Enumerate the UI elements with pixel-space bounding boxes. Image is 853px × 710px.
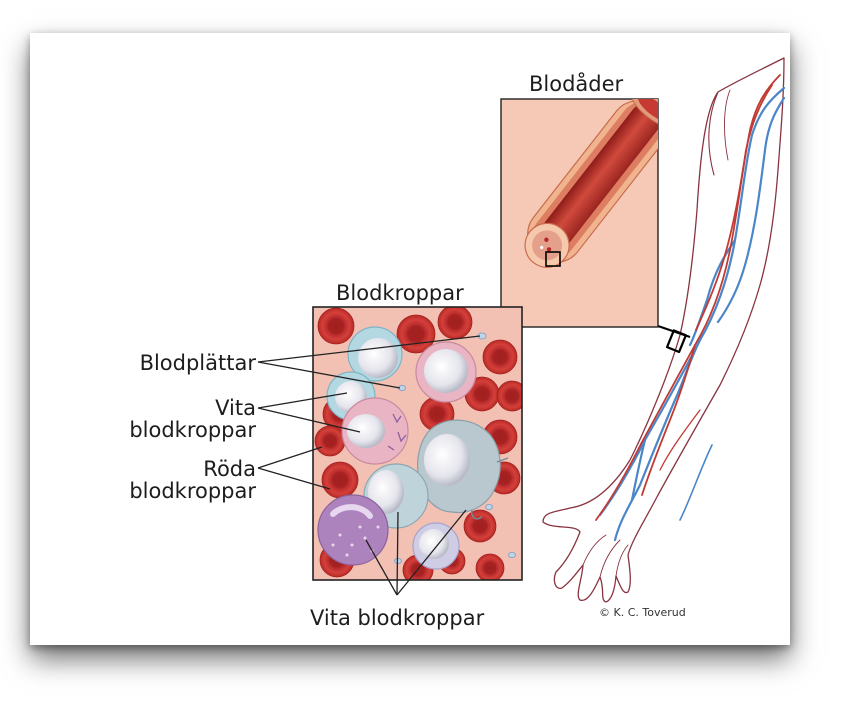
arm-outline	[542, 57, 785, 603]
lymphocyte-cell-1	[347, 326, 403, 382]
platelet	[508, 551, 516, 559]
arteries	[595, 74, 781, 521]
red-cells-label-line2: blodkroppar	[129, 479, 256, 503]
leader-lines	[257, 335, 481, 596]
red-blood-cell	[464, 376, 500, 412]
red-blood-cell	[317, 307, 355, 345]
platelets-label: Blodplättar	[139, 351, 256, 375]
blood-cells-panel	[312, 306, 523, 581]
red-blood-cell	[314, 425, 346, 457]
vessel-tube	[524, 99, 658, 268]
platelets	[394, 332, 516, 565]
blood-vessel-title: Blodåder	[529, 72, 624, 96]
red-cells-label-line1: Röda	[203, 457, 256, 481]
blood-vessel-panel	[500, 98, 659, 328]
red-blood-cell	[496, 380, 522, 412]
white-cells-bottom-label: Vita blodkroppar	[310, 606, 485, 630]
monocyte-cell	[417, 419, 509, 520]
red-blood-cell	[475, 553, 505, 580]
red-blood-cell	[396, 314, 436, 354]
red-blood-cell	[437, 307, 473, 340]
white-cells-label-line1: Vita	[215, 396, 256, 420]
white-cells-label-line2: blodkroppar	[129, 418, 256, 442]
blood-cells-title: Blodkroppar	[336, 281, 464, 305]
red-blood-cell	[482, 339, 518, 375]
copyright-credit: © K. C. Toverud	[599, 606, 686, 619]
cells-layer	[314, 307, 522, 580]
red-blood-cell	[321, 461, 359, 499]
neutrophil-cell-1	[415, 341, 477, 403]
platelet	[485, 503, 493, 511]
red-blood-cell	[463, 509, 497, 543]
arm-illustration	[542, 57, 786, 603]
neutrophil-cell-2	[341, 397, 409, 465]
eosinophil-cell	[317, 494, 389, 566]
vessel-zoom-box	[545, 251, 561, 267]
